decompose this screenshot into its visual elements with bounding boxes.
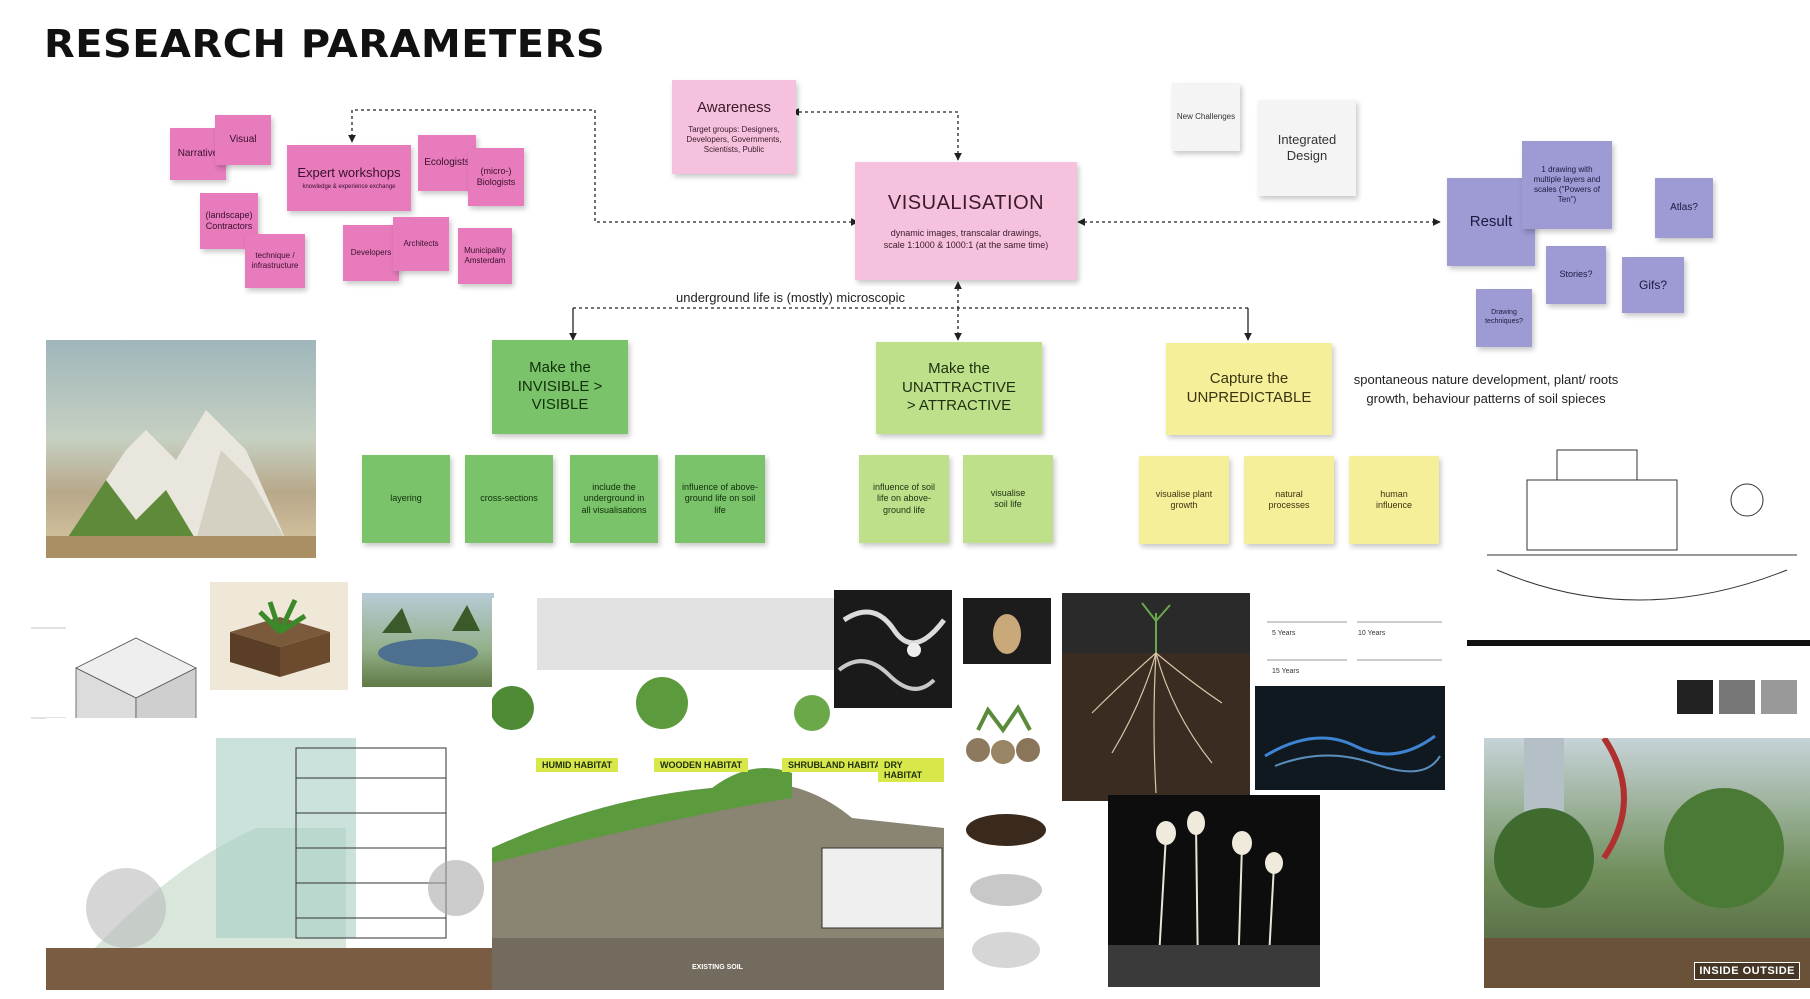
page-title: RESEARCH PARAMETERS (44, 22, 606, 66)
note-visual[interactable]: Visual (215, 115, 271, 165)
note-ecologists[interactable]: Ecologists (418, 135, 476, 191)
label-10-years: 10 Years (1358, 630, 1386, 637)
note-integrated-design[interactable]: Integrated Design (1258, 100, 1356, 196)
image-landscape-painting (362, 593, 494, 687)
spontaneous-label: spontaneous nature development, plant/ r… (1353, 372, 1619, 406)
note-atlas[interactable]: Atlas? (1655, 178, 1713, 238)
image-machine-drawing (1467, 430, 1810, 635)
note-human-influence[interactable]: human influence (1349, 456, 1439, 544)
note-stories[interactable]: Stories? (1546, 246, 1606, 304)
note-municipality[interactable]: Municipality Amsterdam (458, 228, 512, 284)
note-influence-above[interactable]: influence of above-ground life on soil l… (675, 455, 765, 543)
image-soil-aggregates (958, 700, 1054, 990)
underground-label: underground life is (mostly) microscopic (676, 290, 906, 305)
note-awareness[interactable]: Awareness Target groups: Designers, Deve… (672, 80, 796, 174)
link-workshops (348, 109, 859, 226)
note-visualisation[interactable]: VISUALISATION dynamic images, transcalar… (855, 162, 1077, 280)
note-expert-workshops[interactable]: Expert workshops knowledge & experience … (287, 145, 411, 211)
note-natural-processes[interactable]: natural processes (1244, 456, 1334, 544)
image-microscopic-worms (834, 590, 952, 708)
label-humid-habitat: HUMID HABITAT (536, 758, 619, 772)
label-existing-soil: EXISTING SOIL (692, 964, 743, 971)
image-park-render: INSIDE OUTSIDE (1484, 738, 1810, 988)
note-drawing-techniques[interactable]: Drawing techniques? (1476, 289, 1532, 347)
note-biologists[interactable]: (micro-) Biologists (468, 148, 524, 206)
note-unattractive-attractive[interactable]: Make the UNATTRACTIVE > ATTRACTIVE (876, 342, 1042, 434)
note-technique[interactable]: technique / infrastructure (245, 234, 305, 288)
note-influence-soil[interactable]: influence of soil life on above-ground l… (859, 455, 949, 543)
image-plant-roots (1062, 593, 1250, 801)
note-invisible-visible[interactable]: Make the INVISIBLE > VISIBLE (492, 340, 628, 434)
note-result[interactable]: Result (1447, 178, 1535, 266)
note-layering[interactable]: layering (362, 455, 450, 543)
image-fungi (1108, 795, 1320, 987)
link-awareness (791, 108, 962, 161)
label-shrubland-habitat: SHRUBLAND HABITAT (782, 758, 892, 772)
image-habitat-section: HUMID HABITAT WOODEN HABITAT SHRUBLAND H… (492, 598, 944, 990)
image-springtail (963, 598, 1051, 664)
image-building-section (46, 718, 496, 990)
image-humboldt-painting (46, 340, 316, 558)
image-bioluminescent (1255, 686, 1445, 790)
label-dry-habitat: DRY HABITAT (878, 758, 944, 782)
inside-outside-logo: INSIDE OUTSIDE (1694, 962, 1800, 980)
note-include-underground[interactable]: include the underground in all visualisa… (570, 455, 658, 543)
note-contractors[interactable]: (landscape) Contractors (200, 193, 258, 249)
note-unpredictable[interactable]: Capture the UNPREDICTABLE (1166, 343, 1332, 435)
label-5-years: 5 Years (1272, 630, 1296, 637)
note-visualise-plant[interactable]: visualise plant growth (1139, 456, 1229, 544)
image-soil-block-plant (210, 582, 348, 690)
image-soil-samples (1467, 640, 1810, 732)
note-new-challenges[interactable]: New Challenges (1172, 83, 1240, 151)
label-15-years: 15 Years (1272, 668, 1300, 675)
note-visualise-soil[interactable]: visualise soil life (963, 455, 1053, 543)
note-gifs[interactable]: Gifs? (1622, 257, 1684, 313)
label-wooden-habitat: WOODEN HABITAT (654, 758, 749, 772)
image-growth-diagram: 5 Years 10 Years 15 Years (1262, 596, 1448, 680)
note-architects[interactable]: Architects (393, 217, 449, 271)
note-layers[interactable]: 1 drawing with multiple layers and scale… (1522, 141, 1612, 229)
note-cross-sections[interactable]: cross-sections (465, 455, 553, 543)
note-developers[interactable]: Developers (343, 225, 399, 281)
